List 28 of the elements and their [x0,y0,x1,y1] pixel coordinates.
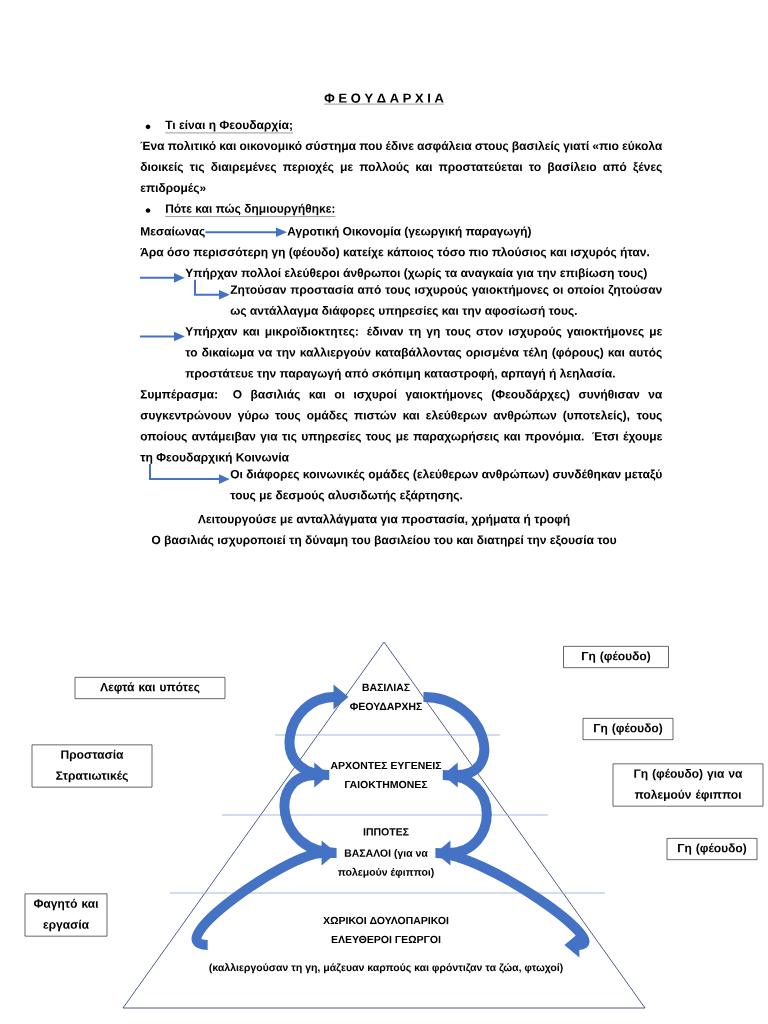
curved-arrow [434,848,589,958]
pyramid-tier-label: ΙΠΠΟΤΕΣ ΒΑΣΑΛΟΙ (για να πολεμούν έφιπποι) [338,828,434,878]
callout-box: Φαγητό και εργασία [24,893,108,937]
paragraph: Οι διάφορες κοινωνικές ομάδες (ελεύθερων ανθρώπων) συνδέθηκαν μεταξύ τους με δεσμούς αλυσιδωτής εξάρτησης. [230,469,662,502]
callout-box: Προστασία Στρατιωτικές [31,744,153,788]
paragraph: Συμπέρασμα: Ο βασιλιάς και οι ισχυροί γαιοκτήμονες (Φεουδάρχες) συνήθισαν να συγκεντρώνουν γύρω τους ομάδες πιστών και ελεύθερων ανθρώπων (υποτελείς), τους οποίους αντάμειβαν για τις υπηρεσίες τους με παραχωρήσεις και προνόμια. Έτσι έχουμε τη Φεουδαρχική Κοινωνία [140,389,663,464]
callout-box: Γη (φέουδο) [563,646,669,668]
paragraph: Ένα πολιτικό και οικονομικό σύστημα που έδινε ασφάλεια στους βασιλείς γιατί «πιο εύκολα διοικείς τις διαιρεμένες περιοχές με πολλούς και προστατεύεται το βασίλειο από ξένες επιδρομές» [140,140,663,195]
paragraph: Άρα όσο περισσότερη γη (φέουδο) κατείχε κάποιος τόσο πιο πλούσιος και ισχυρός ήταν. [140,247,649,259]
callout-box: Λεφτά και υπότες [74,677,226,699]
callout-box: Γη (φέουδο) για να πολεμούν έφιπποι [612,763,764,807]
pyramid-tier-label: ΧΩΡΙΚΟΙ ΔΟΥΛΟΠΑΡΙΚΟΙ ΕΛΕΥΘΕΡΟΙ ΓΕΩΡΓΟΙ (καλλιεργούσαν τη γη, μάζευαν καρπούς και φρόντιζαν τα ζώα, φτωχοί) [209,916,563,974]
callout-box: Γη (φέουδο) [582,718,674,740]
paragraph: Υπήρχαν πολλοί ελεύθεροι άνθρωποι (χωρίς τα αναγκαία για την επιβίωση τους) [185,268,647,280]
paragraph: Ζητούσαν προστασία από τους ισχυρούς γαιοκτήμονες οι οποίοι ζητούσαν ως αντάλλαγμα διάφορες υπηρεσίες και την αφοσίωσή τους. [230,284,662,318]
section-heading: Τι είναι η Φεουδαρχία; [165,120,294,134]
curved-arrow [422,692,490,788]
paragraph: Υπήρχαν και μικροϊδιοκτητες: έδιναν τη γη τους στον ισχυρούς γαιοκτήμονες με το δικαίωμα να την καλλιεργούν καταβάλλοντας ορισμένα τέλη (φόρους) και αυτός προστάτευε την παραγωγή από σκόπιμη καταστροφή, αρπαγή ή λεηλασία. [185,326,663,380]
centered-line: Ο βασιλιάς ισχυροποιεί τη δύναμη του βασιλείου του και διατηρεί την εξουσία του [151,535,617,547]
pyramid-tier-label: ΒΑΣΙΛΙΑΣ ΦΕΟΥΔΑΡΧΗΣ [350,683,422,711]
callout-box: Γη (φέουδο) [666,838,758,860]
flow-text: Αγροτική Οικονομία (γεωργική παραγωγή) [287,226,531,238]
section-heading: Πότε και πώς δημιουργήθηκε: [165,203,336,217]
centered-line: Λειτουργούσε με ανταλλάγματα για προστασία, χρήματα ή τροφή [198,514,570,526]
title: Φ Ε Ο Υ Δ Α Ρ Χ Ι Α [323,93,445,105]
pyramid-tier-label: ΑΡΧΟΝΤΕΣ ΕΥΓΕΝΕΙΣ ΓΑΙΟΚΤΗΜΟΝΕΣ [330,761,442,789]
curved-arrow [279,762,338,858]
flow-text: Μεσαίωνας [141,226,205,238]
